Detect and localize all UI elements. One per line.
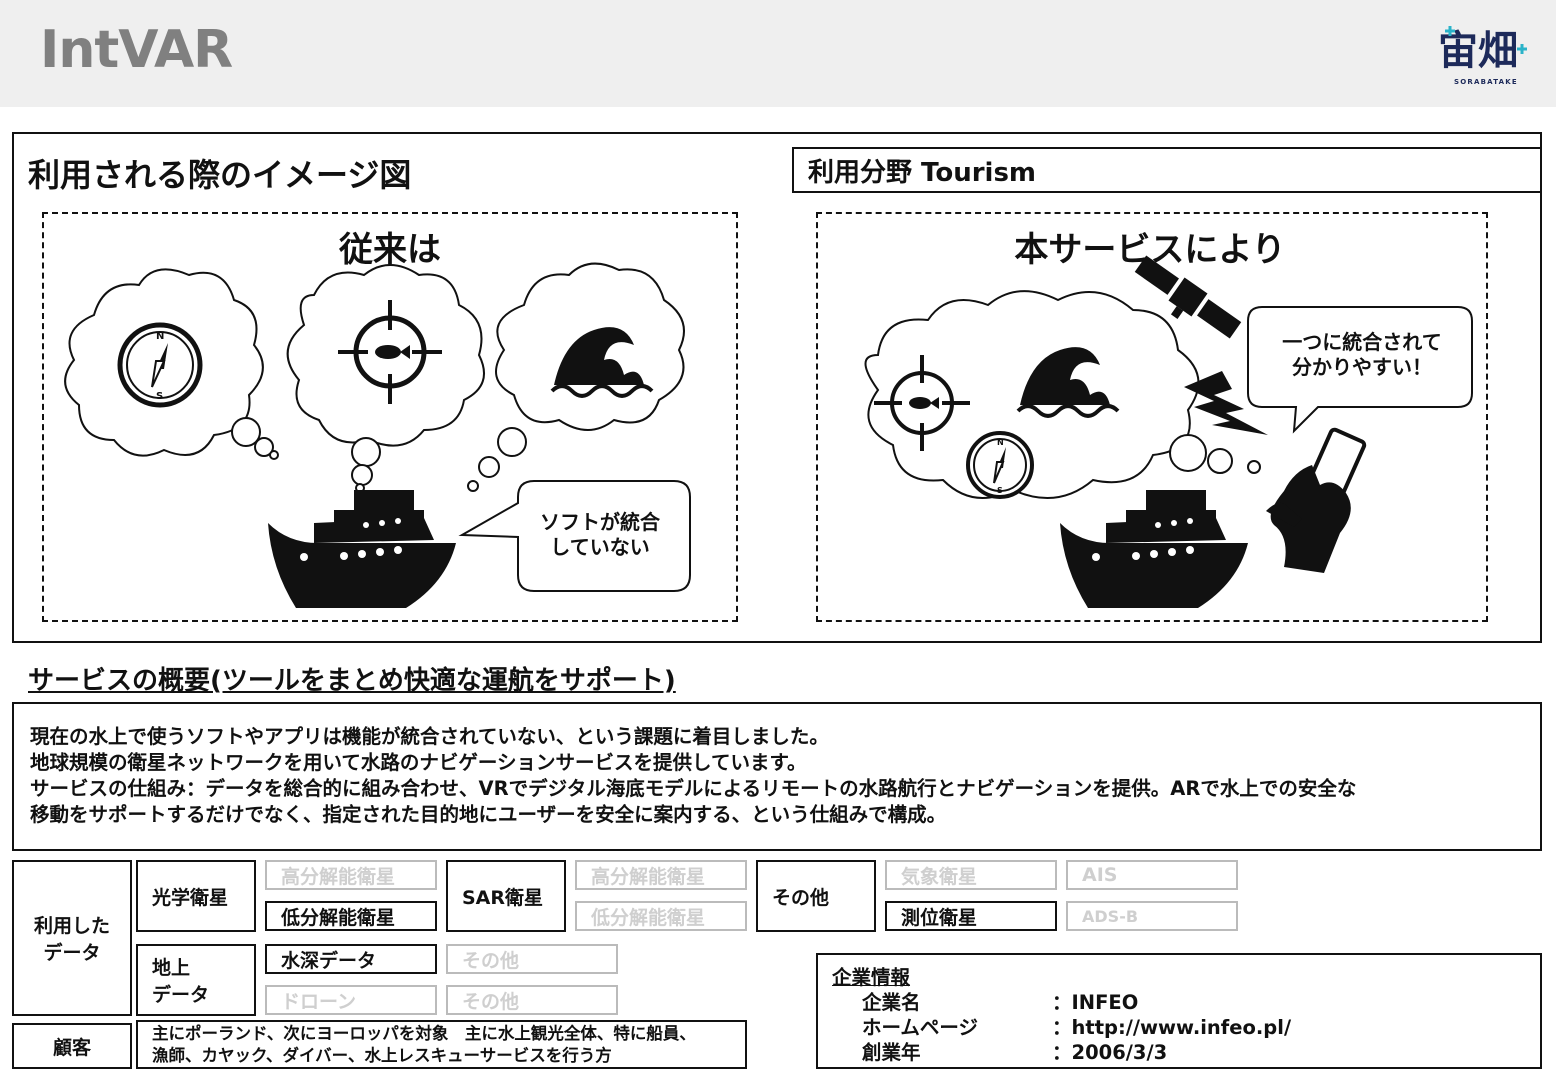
customer-line-1: 主にポーランド、次にヨーロッパを対象 主に水上観光全体、特に船員、	[152, 1023, 696, 1043]
sorabatake-logo: 宙畑 SORABATAKE	[1436, 18, 1536, 88]
ground-data-label-line2: データ	[152, 984, 210, 1006]
company-name-value: ：INFEO	[1052, 991, 1139, 1014]
compass-icon: N S	[117, 322, 203, 408]
data-used-label-line1: 利用した	[33, 915, 110, 937]
image-section-title: 利用される際のイメージ図	[28, 156, 412, 194]
company-info-title: 企業情報	[832, 966, 911, 989]
adsb-data: ADS-B	[1066, 901, 1238, 931]
field-label: 利用分野 Tourism	[808, 158, 1037, 188]
ground-other-2: その他	[446, 985, 618, 1015]
company-name-key: 企業名	[862, 991, 921, 1014]
fish-target-icon	[338, 300, 442, 404]
before-bubble-text: ソフトが統合 していない	[520, 510, 680, 560]
sar-low-res: 低分解能衛星	[575, 901, 747, 931]
sar-satellite-label: SAR衛星	[446, 860, 566, 932]
weather-satellite: 気象衛星	[885, 860, 1057, 890]
after-illustration: N S	[864, 255, 1473, 608]
customer-description: 主にポーランド、次にヨーロッパを対象 主に水上観光全体、特に船員、 漁師、カヤッ…	[136, 1020, 747, 1069]
company-info-box: 企業情報 企業名 ：INFEO ホームページ ：http://www.infeo…	[816, 953, 1542, 1069]
other-satellite-label: その他	[756, 860, 876, 932]
before-illustration: N S	[64, 262, 691, 608]
thought-cloud-fish	[286, 264, 485, 493]
optical-satellite-label: 光学衛星	[136, 860, 256, 932]
wave-icon	[550, 327, 654, 398]
before-panel	[42, 212, 738, 622]
svg-text:N: N	[156, 331, 164, 342]
svg-text:S: S	[997, 486, 1003, 495]
fish-target-icon	[874, 355, 970, 451]
ship-icon	[268, 490, 456, 608]
overview-title: サービスの概要(ツールをまとめ快適な運航をサポート)	[28, 666, 676, 696]
before-bubble-line2: していない	[550, 535, 650, 559]
founded-key: 創業年	[862, 1041, 921, 1064]
founded-value: ：2006/3/3	[1052, 1041, 1168, 1064]
data-used-label-line2: データ	[43, 942, 101, 964]
homepage-key: ホームページ	[862, 1016, 979, 1039]
ship-icon	[1060, 490, 1248, 608]
logo-text: SORABATAKE	[1454, 78, 1518, 86]
overview-line-4: 移動をサポートするだけでなく、指定された目的地にユーザーを安全に案内する、という…	[30, 803, 947, 826]
compass-icon: N S	[966, 431, 1034, 499]
customer-label: 顧客	[12, 1023, 132, 1069]
homepage-link[interactable]: ：http://www.infeo.pl/	[1052, 1016, 1292, 1039]
field-box	[792, 147, 1542, 193]
header-bar: IntVAR 宙畑 SORABATAKE	[0, 0, 1556, 107]
water-depth-data: 水深データ	[265, 944, 437, 974]
speech-bubble	[1247, 306, 1473, 434]
speech-bubble	[458, 480, 691, 592]
before-bubble-line1: ソフトが統合	[540, 510, 660, 534]
ground-data-label: 地上 データ	[136, 944, 256, 1016]
overview-line-1: 現在の水上で使うソフトやアプリは機能が統合されていない、という課題に着目しました…	[30, 725, 829, 748]
ground-data-label-line1: 地上	[152, 957, 191, 979]
after-bubble-line2: 分かりやすい！	[1292, 355, 1432, 379]
smartphone-hand-icon	[1266, 427, 1367, 573]
ais-data: AIS	[1066, 860, 1238, 890]
after-bubble-text: 一つに統合されて 分かりやすい！	[1264, 330, 1460, 380]
optical-high-res: 高分解能衛星	[265, 860, 437, 890]
lightning-icon	[1184, 371, 1268, 435]
svg-text:S: S	[156, 391, 163, 402]
svg-text:N: N	[997, 438, 1004, 447]
optical-low-res: 低分解能衛星	[265, 901, 437, 931]
ground-other-1: その他	[446, 944, 618, 974]
satellite-icon	[1134, 255, 1242, 339]
positioning-satellite: 測位衛星	[885, 901, 1057, 931]
overview-line-3: サービスの仕組み：データを総合的に組み合わせ、VRでデジタル海底モデルによるリモ…	[30, 777, 1357, 800]
sar-high-res: 高分解能衛星	[575, 860, 747, 890]
wave-icon	[1016, 347, 1120, 418]
overview-box: 現在の水上で使うソフトやアプリは機能が統合されていない、という課題に着目しました…	[12, 702, 1542, 851]
drone-data: ドローン	[265, 985, 437, 1015]
app-title: IntVAR	[40, 20, 233, 80]
after-panel	[816, 212, 1488, 622]
overview-line-2: 地球規模の衛星ネットワークを用いて水路のナビゲーションサービスを提供しています。	[30, 751, 807, 774]
data-used-label: 利用した データ	[12, 860, 132, 1016]
before-title: 従来は	[339, 230, 441, 270]
after-bubble-line1: 一つに統合されて	[1282, 330, 1442, 354]
customer-line-2: 漁師、カヤック、ダイバー、水上レスキューサービスを行う方	[152, 1045, 612, 1065]
